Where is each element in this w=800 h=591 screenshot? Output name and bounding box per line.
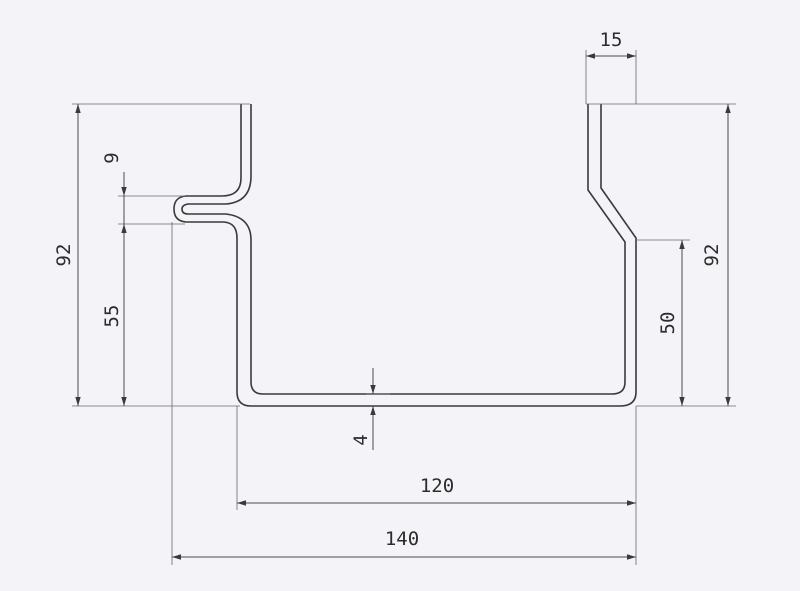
dimension-lines [75,53,731,560]
label-left-lower-height: 55 [101,305,123,328]
label-outer-width: 140 [385,528,419,550]
dimension-labels: 15 92 9 55 4 92 50 120 140 [53,29,723,550]
label-right-total-height: 92 [701,244,723,267]
profile-inner-contour [181,104,626,395]
profile-outer-contour [173,104,637,407]
label-right-lower-height: 50 [657,312,679,335]
label-inner-width: 120 [420,475,454,497]
label-left-total-height: 92 [53,244,75,267]
profile-outline [173,104,637,407]
label-top-flange-width: 15 [600,29,623,51]
label-material-thickness: 4 [350,434,372,445]
label-left-notch-gap: 9 [101,152,123,163]
extension-lines [72,50,736,565]
